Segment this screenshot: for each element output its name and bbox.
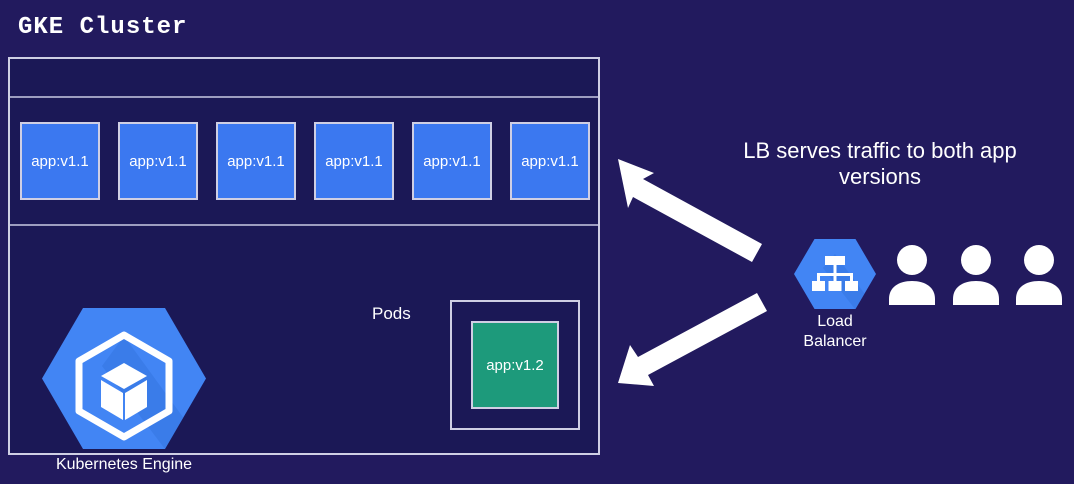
user-icon — [889, 245, 935, 305]
pod-box[interactable]: app:v1.1 — [20, 122, 100, 200]
kubernetes-engine-hexagon-icon — [42, 308, 206, 449]
lb-note-line1: LB serves traffic to both app — [743, 138, 1017, 163]
load-balancer-block: Load Balancer — [790, 238, 880, 363]
users-group — [888, 243, 1063, 308]
pod-box[interactable]: app:v1.1 — [216, 122, 296, 200]
load-balancer-hexagon-icon — [794, 239, 876, 309]
pod-label: app:v1.1 — [227, 152, 285, 170]
kubernetes-engine-caption: Kubernetes Engine — [55, 456, 193, 473]
pods-row: app:v1.1 app:v1.1 app:v1.1 app:v1.1 app:… — [20, 98, 590, 224]
pod-label: app:v1.1 — [423, 152, 481, 170]
pod-label: app:v1.1 — [129, 152, 187, 170]
pod-label: app:v1.1 — [521, 152, 579, 170]
canary-pod-label: app:v1.2 — [486, 356, 544, 374]
lb-note-line2: versions — [839, 164, 921, 190]
canary-pod-box[interactable]: app:v1.2 — [471, 321, 559, 409]
pod-box[interactable]: app:v1.1 — [118, 122, 198, 200]
arrow-lb-to-v2-pod — [618, 293, 767, 386]
pod-box[interactable]: app:v1.1 — [412, 122, 492, 200]
pod-label: app:v1.1 — [325, 152, 383, 170]
load-balancer-caption-line1: Load — [817, 313, 853, 330]
canary-pod-container: app:v1.2 — [450, 300, 580, 430]
pod-box[interactable]: app:v1.1 — [314, 122, 394, 200]
pod-box[interactable]: app:v1.1 — [510, 122, 590, 200]
gke-cluster-box: app:v1.1 app:v1.1 app:v1.1 app:v1.1 app:… — [8, 57, 600, 473]
user-icon — [952, 245, 999, 305]
pods-band: app:v1.1 app:v1.1 app:v1.1 app:v1.1 app:… — [10, 96, 598, 226]
user-icon — [1016, 245, 1062, 305]
lb-note: LB serves traffic to both app versions — [700, 138, 1060, 191]
kubernetes-engine-block: Kubernetes Engine — [34, 306, 214, 481]
pods-label: Pods — [372, 304, 411, 323]
pod-label: app:v1.1 — [31, 152, 89, 170]
load-balancer-caption-line2: Balancer — [803, 333, 867, 350]
load-balancer-caption: Load Balancer — [780, 312, 890, 352]
page-title: GKE Cluster — [18, 14, 188, 41]
